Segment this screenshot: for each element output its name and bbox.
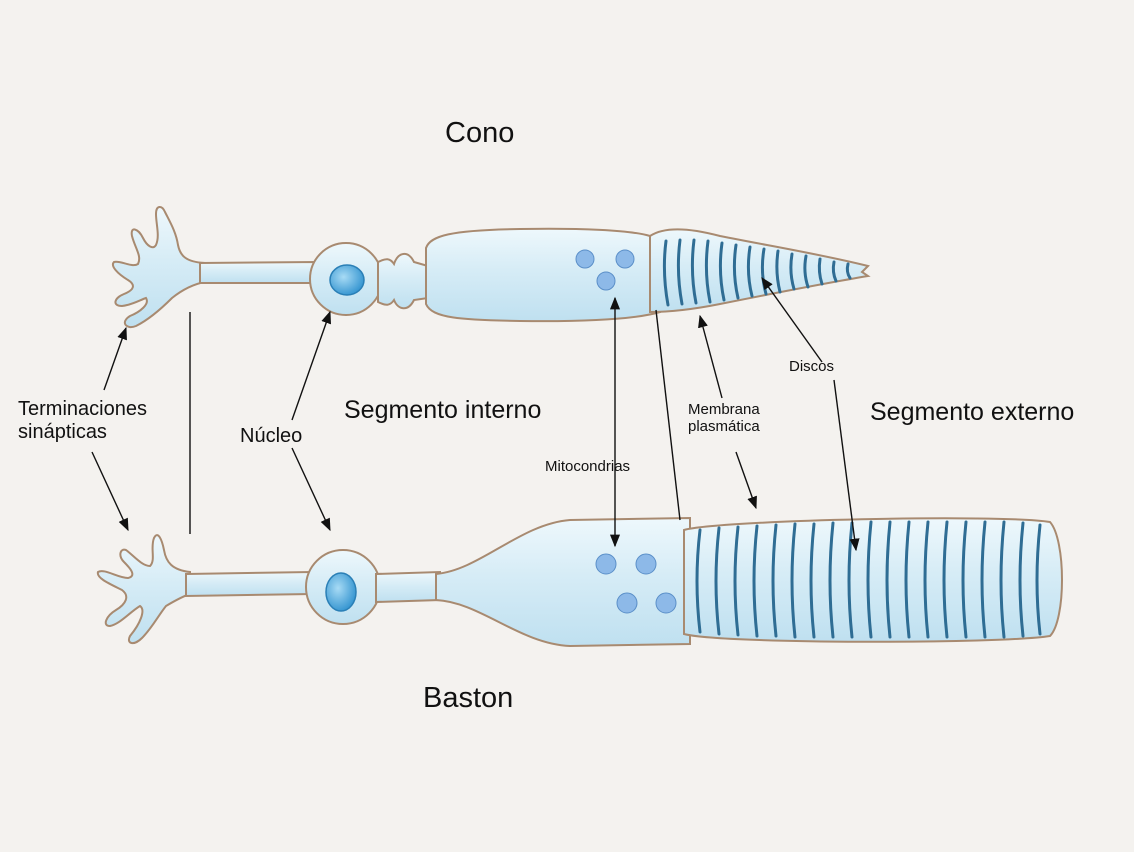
cone-axon [200,262,318,283]
cone-title: Cono [445,117,514,150]
rod-axon [186,572,312,596]
rod-inner-segment [436,518,690,646]
nucleus-label: Núcleo [240,425,302,448]
rod-title: Baston [423,682,513,715]
discs-label: Discos [789,358,834,375]
arrow-membrane-to-cone [700,316,722,398]
divider-line-membrane [656,310,680,520]
cone-cell [113,207,868,327]
synaptic-terminals-label: Terminaciones sinápticas [18,398,147,444]
cone-inner-segment [426,229,660,321]
mitochondria-label: Mitocondrias [545,458,630,475]
rod-synaptic-terminal [98,535,190,643]
plasma-membrane-label: Membrana plasmática [688,401,760,436]
rod-neck [376,572,440,602]
arrow-terminals-to-rod [92,452,128,530]
arrow-membrane-to-rod [736,452,756,508]
rod-outer-segment [684,518,1062,641]
arrow-nucleus-to-cone [292,312,330,420]
arrow-terminals-to-cone [104,328,126,390]
arrow-nucleus-to-rod [292,448,330,530]
rod-nucleus [326,573,356,611]
inner-segment-label: Segmento interno [344,396,541,425]
rod-cell [98,518,1062,646]
outer-segment-label: Segmento externo [870,398,1074,427]
cone-synaptic-terminal [113,207,205,327]
cone-neck [378,254,428,308]
cone-nucleus [330,265,364,295]
